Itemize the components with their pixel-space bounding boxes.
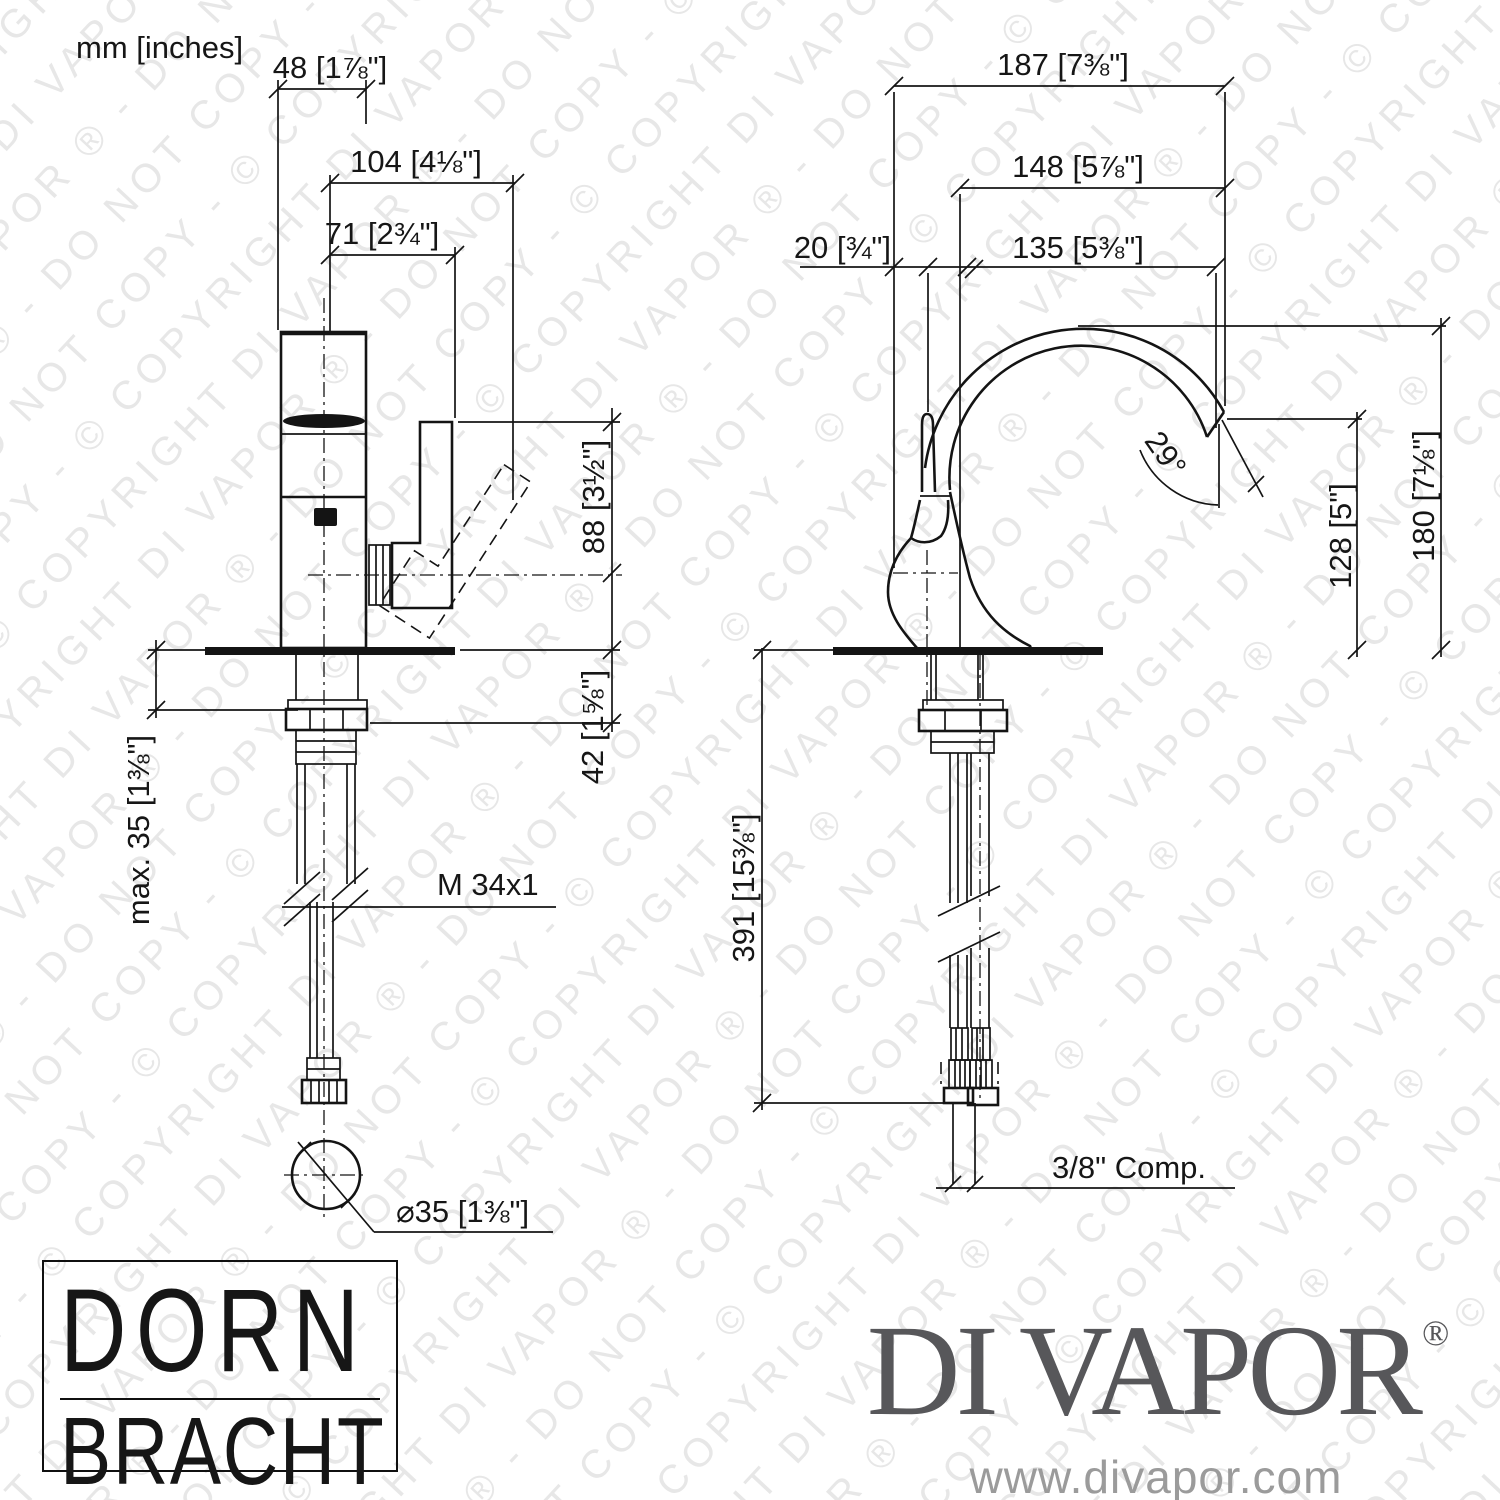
left-faucet-body xyxy=(205,298,622,1218)
dim-135-label: 135 [5⅜"] xyxy=(1012,230,1144,265)
registered-mark-icon: ® xyxy=(1421,1313,1450,1353)
spout-arc-inner xyxy=(948,344,1209,491)
right-dimension-lines xyxy=(752,76,1451,1193)
lever xyxy=(920,412,937,493)
right-faucet-body xyxy=(833,327,1226,1107)
dim-20-label: 20 [¾"] xyxy=(794,230,891,265)
dim-391-label: 391 [15⅜"] xyxy=(726,814,761,963)
connection-label: 3/8" Comp. xyxy=(1052,1150,1206,1185)
dornbracht-line2: BRACHT xyxy=(60,1398,386,1500)
dim-42-label: 42 [1⅝"] xyxy=(575,670,610,784)
spout-arc-outer xyxy=(923,327,1226,469)
dornbracht-logo: DORN BRACHT xyxy=(42,1260,398,1500)
divapor-url: www.divapor.com xyxy=(969,1451,1343,1500)
angle-29-label: 29° xyxy=(1138,425,1194,483)
divapor-name: DI VAPOR xyxy=(866,1299,1423,1443)
dim-diameter-label: ⌀35 [1⅜"] xyxy=(396,1194,529,1229)
dim-104-label: 104 [4⅛"] xyxy=(350,144,482,179)
dim-148-label: 148 [5⅞"] xyxy=(1012,149,1144,184)
divapor-name-row: DI VAPOR® xyxy=(846,1306,1466,1436)
dim-180-label: 180 [7⅛"] xyxy=(1406,430,1441,562)
dim-88-label: 88 [3½"] xyxy=(576,440,611,554)
thread-label: M 34x1 xyxy=(437,867,539,902)
dim-max35-label: max. 35 [1⅜"] xyxy=(121,735,156,925)
divapor-logo: DI VAPOR® www.divapor.com xyxy=(846,1306,1466,1500)
dornbracht-rule xyxy=(60,1398,380,1400)
left-dimension-lines xyxy=(146,79,622,1233)
dim-128-label: 128 [5"] xyxy=(1323,483,1358,589)
dim-71-label: 71 [2¾"] xyxy=(325,216,439,251)
indicator-mark xyxy=(314,508,337,526)
left-view: 48 [1⅞"] 104 [4⅛"] 71 [2¾"] 88 [3½"] 42 … xyxy=(121,50,622,1233)
handle-mark xyxy=(283,414,365,428)
spout-profile xyxy=(390,420,454,610)
dim-48-label: 48 [1⅞"] xyxy=(273,50,387,85)
units-label: mm [inches] xyxy=(76,30,243,65)
dornbracht-line1: DORN xyxy=(60,1265,369,1397)
dim-187-label: 187 [7⅜"] xyxy=(997,47,1129,82)
right-dimension-labels: 187 [7⅜"] 148 [5⅞"] 135 [5⅜"] 20 [¾"] 29… xyxy=(726,47,1441,1185)
right-view: 187 [7⅜"] 148 [5⅞"] 135 [5⅜"] 20 [¾"] 29… xyxy=(726,47,1451,1193)
left-dimension-labels: 48 [1⅞"] 104 [4⅛"] 71 [2¾"] 88 [3½"] 42 … xyxy=(121,50,611,1229)
